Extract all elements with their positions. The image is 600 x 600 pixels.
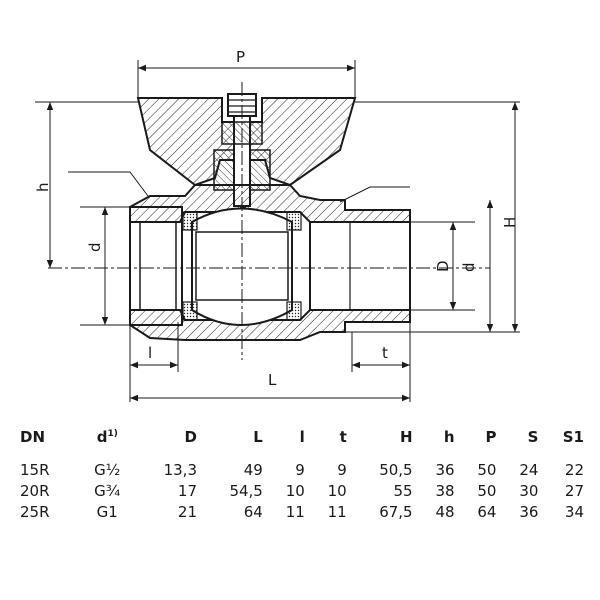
table-cell: G½ [94, 461, 121, 479]
header-cell: t [339, 428, 347, 446]
table-cell: 50,5 [379, 461, 413, 479]
table-cell: 64 [243, 503, 263, 521]
header-cell: DN [20, 428, 46, 446]
table-cell: 24 [519, 461, 539, 479]
table-cell: 20R [20, 482, 50, 500]
header-cell: H [400, 428, 413, 446]
dim-label-t: t [382, 344, 388, 362]
header-cell: P [485, 428, 497, 446]
table-cell: 9 [295, 461, 305, 479]
table-cell: G¾ [94, 482, 121, 500]
table-cell: 13,3 [163, 461, 197, 479]
table-cell: 30 [519, 482, 539, 500]
table-row: 25R G1 21 64 11 11 67,5 48 64 36 34 [14, 502, 590, 523]
ball-valve-section-drawing: P h d D d H l t L [34, 48, 520, 402]
table-cell: 15R [20, 461, 50, 479]
table-cell: 9 [337, 461, 347, 479]
dim-label-L: L [268, 371, 277, 389]
header-cell: D [184, 428, 197, 446]
header-cell: S1 [562, 428, 584, 446]
header-cell: l [299, 428, 305, 446]
table-cell: 27 [564, 482, 584, 500]
table-cell: 36 [435, 461, 455, 479]
table-cell: 36 [519, 503, 539, 521]
table-header-row: DN d1) D L l t H h P S S1 [14, 428, 590, 460]
table-cell: 64 [477, 503, 497, 521]
dim-label-l: l [148, 344, 152, 362]
header-cell: d1) [96, 428, 118, 446]
footnote-marker: 1) [107, 429, 118, 439]
table-cell: 10 [285, 482, 305, 500]
table-cell: 22 [564, 461, 584, 479]
table-cell: 49 [243, 461, 263, 479]
table-cell: 25R [20, 503, 50, 521]
header-cell: L [253, 428, 263, 446]
table-cell: 10 [327, 482, 347, 500]
table-row: 20R G¾ 17 54,5 10 10 55 38 50 30 27 [14, 481, 590, 502]
table-cell: 50 [477, 461, 497, 479]
header-cell: S [527, 428, 539, 446]
table-cell: G1 [96, 503, 118, 521]
center-lines [48, 82, 490, 360]
dim-label-H: H [501, 217, 519, 228]
table-cell: 48 [435, 503, 455, 521]
dim-label-P: P [236, 48, 245, 66]
table-cell: 17 [177, 482, 197, 500]
dim-label-D: D [434, 260, 452, 272]
dim-label-d-right: d [460, 262, 478, 272]
header-cell: h [443, 428, 455, 446]
table-cell: 50 [477, 482, 497, 500]
table-row: 15R G½ 13,3 49 9 9 50,5 36 50 24 22 [14, 460, 590, 481]
table-cell: 34 [564, 503, 584, 521]
leader-lines [68, 171, 410, 203]
dim-label-h: h [34, 182, 52, 192]
table-cell: 67,5 [379, 503, 413, 521]
table-cell: 55 [393, 482, 413, 500]
table-cell: 38 [435, 482, 455, 500]
dim-label-d-left: d [86, 242, 104, 252]
table-cell: 11 [285, 503, 305, 521]
dimension-lines [46, 64, 519, 402]
table-cell: 21 [177, 503, 197, 521]
table-cell: 54,5 [229, 482, 263, 500]
dimension-table: DN d1) D L l t H h P S S1 15R G½ 13,3 49… [14, 428, 590, 523]
table-cell: 11 [327, 503, 347, 521]
